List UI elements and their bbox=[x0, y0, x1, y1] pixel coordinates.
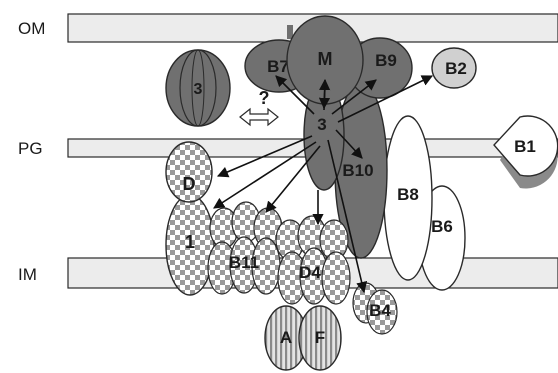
core-secretin-label: 3 bbox=[317, 115, 326, 134]
d4-label: D4 bbox=[299, 263, 321, 282]
m-anchor bbox=[287, 25, 293, 39]
arrow-to-b9 bbox=[331, 79, 377, 115]
d-label: D bbox=[183, 174, 196, 194]
protein-1-label: 1 bbox=[185, 232, 195, 252]
a-label: A bbox=[280, 328, 292, 347]
f-protein bbox=[298, 305, 342, 371]
b4-label: B4 bbox=[369, 301, 391, 320]
b1-label: B1 bbox=[514, 137, 536, 156]
arrow-to-b4 bbox=[327, 139, 368, 294]
m-label: M bbox=[318, 49, 333, 69]
arrow-to-core bbox=[318, 85, 331, 110]
b8-label: B8 bbox=[397, 185, 419, 204]
arrow-to-b11 bbox=[265, 145, 321, 213]
arrow-to-b7 bbox=[275, 75, 315, 115]
d-protein bbox=[165, 141, 213, 203]
secretin-free-label: 3 bbox=[194, 81, 203, 98]
b6-label: B6 bbox=[431, 217, 453, 236]
b2-label: B2 bbox=[445, 59, 467, 78]
arrow-to-1 bbox=[213, 141, 317, 209]
secretin-free: 3 bbox=[165, 49, 231, 127]
b11-cluster: B11 bbox=[207, 201, 283, 295]
unknown-transfer-arrow bbox=[239, 107, 279, 127]
pg-label: PG bbox=[18, 139, 43, 158]
im-label: IM bbox=[18, 265, 37, 284]
om-label: OM bbox=[18, 19, 45, 38]
b9-label: B9 bbox=[375, 51, 397, 70]
f-label: F bbox=[315, 328, 325, 347]
arrow-to-b10 bbox=[335, 129, 363, 159]
b2-protein bbox=[431, 47, 477, 89]
b4-protein: B4 bbox=[352, 282, 398, 335]
b7-label: B7 bbox=[267, 57, 289, 76]
b11-label: B11 bbox=[229, 253, 259, 272]
b1-protein: B1 bbox=[493, 115, 558, 189]
d4-cluster: D4 bbox=[275, 215, 351, 305]
arrow-to-b2 bbox=[337, 75, 434, 123]
b10-label: B10 bbox=[342, 161, 373, 180]
question-mark: ? bbox=[259, 88, 270, 108]
arrow-to-d bbox=[216, 135, 313, 178]
interaction-arrows bbox=[213, 75, 434, 294]
